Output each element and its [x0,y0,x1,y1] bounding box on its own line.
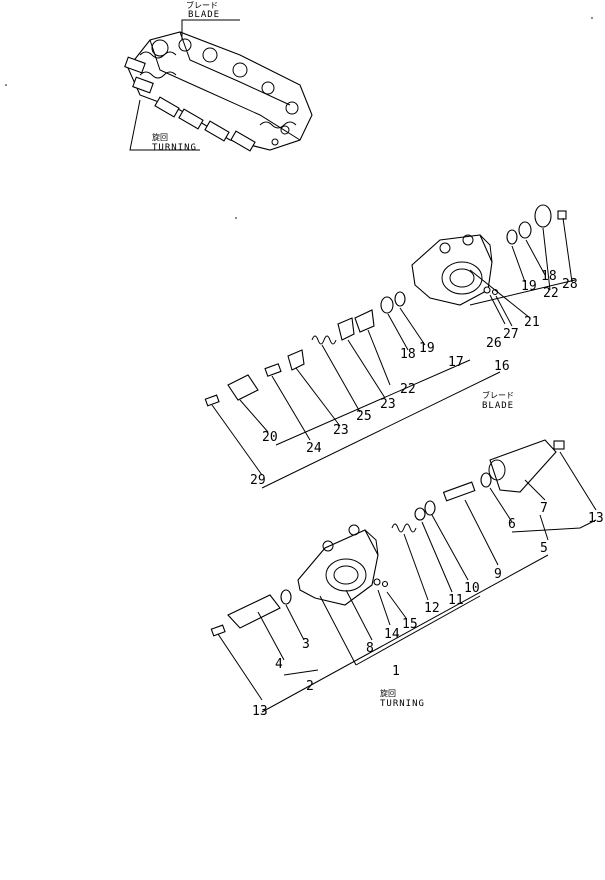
blade-callout-18: 18 [541,269,557,284]
blade-callout-20: 20 [262,430,278,445]
turning-callout-10: 10 [464,581,480,596]
blade-label-jp: ブレード [482,390,514,400]
seal-18b [380,296,394,314]
blade-callout-21: 21 [524,315,540,330]
turning-callout-11: 11 [448,593,464,608]
turning-callout-3: 3 [302,637,310,652]
blade-callout-27: 27 [503,327,519,342]
blade-label-en: BLADE [482,401,514,411]
turning-callout-8: 8 [366,641,374,656]
bolt-24 [264,363,282,377]
blade-valve-body [411,234,493,306]
collar-23b [287,349,305,371]
retainer-22 [354,309,375,333]
seal-18 [518,221,532,239]
blade-callout-19b: 19 [419,341,435,356]
spring-15 [381,580,389,588]
turning-callout-9: 9 [494,567,502,582]
turning-valve-body [297,524,379,606]
blade-callout-23b: 23 [333,423,349,438]
o-ring-19 [506,229,518,245]
spring-12 [391,523,417,533]
o-ring-6 [480,472,492,488]
blade-callout-25: 25 [356,409,372,424]
bolt-13-bottom [210,624,226,637]
collar-11 [414,507,426,521]
blade-callout-19: 19 [521,279,537,294]
assembly-turning-label-jp: 旋回 [152,132,168,142]
bolt-28 [557,210,567,220]
blade-callout-18b: 18 [400,347,416,362]
blade-callout-22: 22 [543,286,559,301]
blade-callout-24: 24 [306,441,322,456]
cap-4 [227,594,281,629]
turning-callout-13-top: 13 [588,511,604,526]
blade-callout-28: 28 [562,277,578,292]
o-ring-3 [280,589,292,605]
ball-14 [373,578,381,586]
assembly-blade-label-jp: ブレード [186,0,218,10]
spool-9 [442,481,476,502]
spring-25 [311,335,337,345]
turning-callout-6: 6 [508,517,516,532]
turning-label-en: TURNING [380,699,425,709]
assembly-turning-label-en: TURNING [152,143,197,153]
turning-callout-7: 7 [540,501,548,516]
collar-23 [337,317,355,341]
turning-callout-12: 12 [424,601,440,616]
ball-26 [483,286,491,294]
blade-callout-22b: 22 [400,382,416,397]
turning-label-jp: 旋回 [380,688,396,698]
assembly-view: ブレード BLADE 旋回 TURNING [124,0,313,153]
assembly-blade-label-en: BLADE [188,10,220,20]
blade-section: 28 22 18 19 21 27 26 16 17 19 18 22 23 2… [204,204,578,489]
cap-22 [534,204,552,228]
turning-callout-1: 1 [392,664,400,679]
cap-20 [227,374,259,401]
turning-callout-5: 5 [540,541,548,556]
o-ring-19b [394,291,406,307]
bolt-29 [204,394,220,407]
bolt-13-top [553,440,565,450]
turning-section: 13 7 6 5 9 10 11 12 15 14 8 1 3 4 2 13 旋… [210,439,604,719]
control-valve-assembly [124,31,313,152]
blade-callout-23: 23 [380,397,396,412]
cap-assembly-5 [488,439,565,493]
blade-callout-16: 16 [494,359,510,374]
turning-callout-2: 2 [306,679,314,694]
turning-callout-15: 15 [402,617,418,632]
turning-callout-13-bottom: 13 [252,704,268,719]
turning-callout-4: 4 [275,657,283,672]
blade-callout-26: 26 [486,336,502,351]
seal-10 [424,500,436,516]
blade-callout-29: 29 [250,473,266,488]
blade-callout-17: 17 [448,355,464,370]
turning-callout-14: 14 [384,627,400,642]
